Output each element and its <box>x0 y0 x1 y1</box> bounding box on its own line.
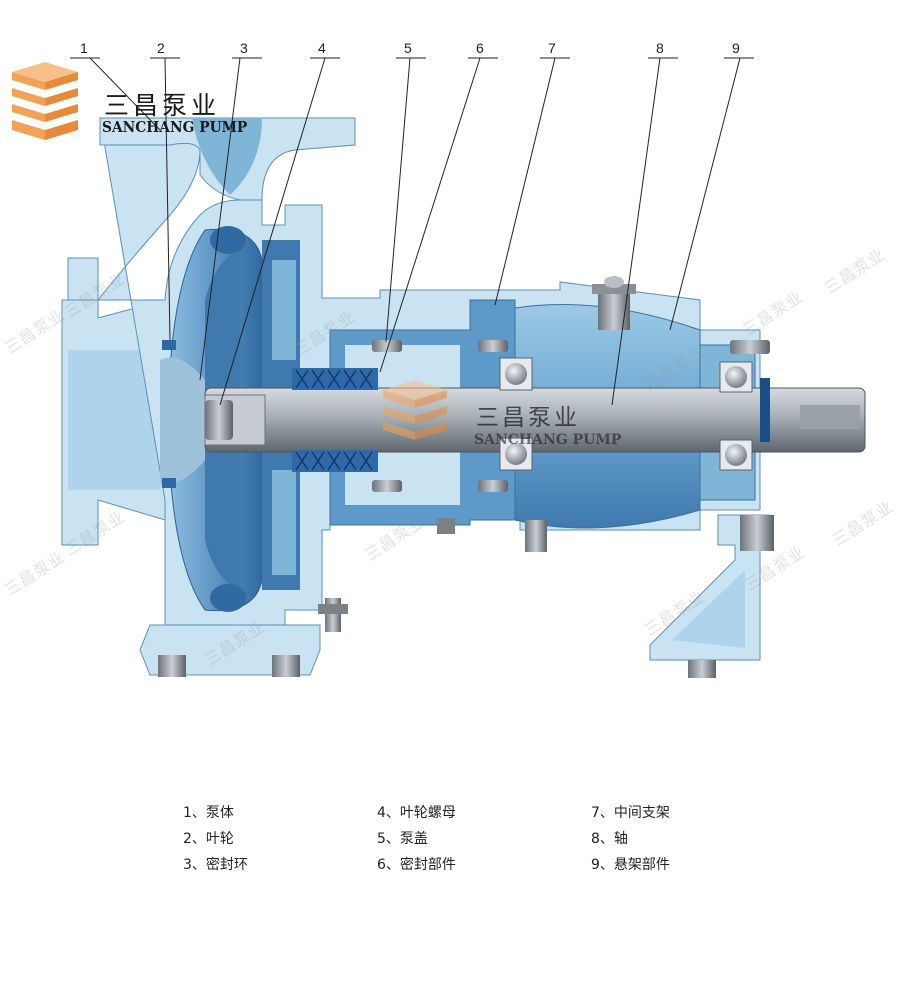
callout-3: 3 <box>240 40 248 56</box>
callout-9: 9 <box>732 40 740 56</box>
legend-item: 3、密封环 <box>183 857 248 873</box>
legend-item: 1、泵体 <box>183 805 234 821</box>
brand-logo-icon <box>12 62 78 140</box>
callout-6: 6 <box>476 40 484 56</box>
support-foot <box>649 514 774 678</box>
bearings <box>499 357 770 471</box>
callout-1: 1 <box>80 40 88 56</box>
legend-item: 8、轴 <box>591 831 628 847</box>
shaft <box>204 387 866 453</box>
callout-4: 4 <box>318 40 326 56</box>
legend-item: 5、泵盖 <box>377 831 428 847</box>
legend-item: 4、叶轮螺母 <box>377 805 456 821</box>
gland-bolts <box>372 340 770 492</box>
legend-item: 7、中间支架 <box>591 805 670 821</box>
leader-lines <box>70 57 754 406</box>
center-brand-en: SANCHANG PUMP <box>474 432 622 448</box>
center-brand-cn: 三昌泵业 <box>476 405 580 431</box>
callout-8: 8 <box>656 40 664 56</box>
brand-name-cn: 三昌泵业 <box>104 91 221 120</box>
legend-item: 9、悬架部件 <box>591 857 670 873</box>
brand-name-en: SANCHANG PUMP <box>102 118 248 136</box>
callout-2: 2 <box>157 40 165 56</box>
seal-packing <box>292 368 378 472</box>
callout-7: 7 <box>548 40 556 56</box>
callout-5: 5 <box>404 40 412 56</box>
center-logo-icon <box>383 380 447 440</box>
legend-item: 2、叶轮 <box>183 831 234 847</box>
legend-item: 6、密封部件 <box>377 857 456 873</box>
